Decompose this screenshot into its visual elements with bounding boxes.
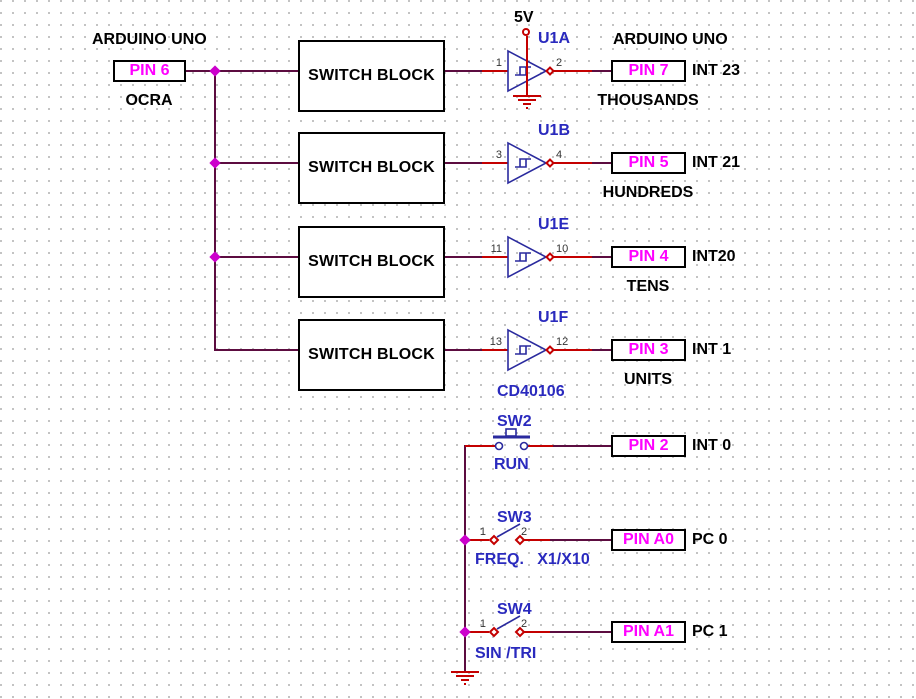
wire — [591, 70, 611, 72]
switch-caption: FREQ. X1/X10 — [475, 551, 590, 568]
switch-pin-number: 1 — [479, 618, 486, 630]
gate-output-pin-number: 4 — [556, 149, 563, 161]
wire — [185, 70, 216, 72]
wire — [550, 539, 611, 541]
gate-ref-label: U1B — [538, 122, 571, 139]
pin3-label: PIN 3 — [628, 341, 669, 358]
gate-input-pin-number: 11 — [490, 243, 502, 255]
gate-ref-label: U1E — [538, 216, 570, 233]
switch-ref-label: SW4 — [497, 601, 532, 618]
switch-ref-label: SW2 — [497, 413, 532, 430]
gate-output-pin-number: 12 — [556, 336, 569, 348]
switch-block-label: SWITCH BLOCK — [308, 253, 435, 270]
pin2-box[interactable]: PIN 2 — [611, 435, 686, 457]
switch-block-label: SWITCH BLOCK — [308, 346, 435, 363]
wire — [215, 256, 298, 258]
wire — [215, 162, 298, 164]
pina0-box[interactable]: PIN A0 — [611, 529, 686, 551]
pin4-box[interactable]: PIN 4 — [611, 246, 686, 268]
signal-label: INT 23 — [692, 62, 741, 79]
ground-symbol[interactable] — [450, 670, 480, 686]
switch-block-3[interactable]: SWITCH BLOCK — [298, 226, 445, 298]
switch-caption: RUN — [494, 456, 529, 473]
power-label: 5V — [514, 9, 534, 26]
switch-block-1[interactable]: SWITCH BLOCK — [298, 40, 445, 112]
ground-symbol[interactable] — [512, 94, 542, 110]
schmitt-inverter-gate-u1e[interactable] — [482, 235, 592, 279]
pin3-box[interactable]: PIN 3 — [611, 339, 686, 361]
switch-block-2[interactable]: SWITCH BLOCK — [298, 132, 445, 204]
junction-dot — [209, 251, 221, 263]
switch-pin-number: 2 — [521, 526, 528, 538]
pin7-box[interactable]: PIN 7 — [611, 60, 686, 82]
pin6-caption: OCRA — [125, 92, 173, 109]
signal-label: PC 0 — [692, 531, 728, 548]
right-header: ARDUINO UNO — [613, 31, 728, 48]
gate-ref-label: U1F — [538, 309, 569, 326]
digit-caption: HUNDREDS — [602, 184, 694, 201]
wire — [215, 70, 298, 72]
gate-output-pin-number: 2 — [556, 57, 563, 69]
wire — [445, 349, 483, 351]
switch-block-4[interactable]: SWITCH BLOCK — [298, 319, 445, 391]
switch-pin-number: 2 — [521, 618, 528, 630]
wire — [445, 256, 483, 258]
junction-dot — [209, 65, 221, 77]
signal-label: INT 21 — [692, 154, 741, 171]
gate-input-pin-number: 1 — [495, 57, 502, 69]
wire — [445, 70, 483, 72]
ic-part-number: CD40106 — [497, 383, 565, 400]
pushbutton-sw2[interactable] — [464, 424, 556, 454]
gate-input-pin-number: 3 — [495, 149, 502, 161]
spst-switch-sw3[interactable] — [464, 518, 554, 546]
schmitt-inverter-gate-u1f[interactable] — [482, 328, 592, 372]
pina1-label: PIN A1 — [623, 623, 674, 640]
digit-caption: THOUSANDS — [597, 92, 699, 109]
switch-caption: SIN /TRI — [475, 645, 537, 662]
signal-label: INT 1 — [692, 341, 732, 358]
wire — [464, 445, 466, 672]
signal-label: INT20 — [692, 248, 736, 265]
left-header: ARDUINO UNO — [92, 31, 207, 48]
schmitt-inverter-gate-u1b[interactable] — [482, 141, 592, 185]
pin7-label: PIN 7 — [628, 62, 669, 79]
wire — [215, 349, 298, 351]
digit-caption: UNITS — [624, 371, 672, 388]
pina0-label: PIN A0 — [623, 531, 674, 548]
power-terminal[interactable] — [522, 28, 530, 36]
pin2-label: PIN 2 — [628, 437, 669, 454]
pina1-box[interactable]: PIN A1 — [611, 621, 686, 643]
gate-input-pin-number: 13 — [489, 336, 502, 348]
wire — [591, 162, 611, 164]
digit-caption: TENS — [626, 278, 670, 295]
pin6-box[interactable]: PIN 6 — [113, 60, 186, 82]
switch-block-label: SWITCH BLOCK — [308, 67, 435, 84]
switch-pin-number: 1 — [479, 526, 486, 538]
power-rail — [526, 36, 528, 95]
wire — [550, 631, 611, 633]
junction-dot — [209, 157, 221, 169]
signal-label: PC 1 — [692, 623, 728, 640]
wire — [553, 445, 611, 447]
wire — [445, 162, 483, 164]
signal-label: INT 0 — [692, 437, 732, 454]
wire — [591, 349, 611, 351]
spst-switch-sw4[interactable] — [464, 610, 554, 638]
pin6-label: PIN 6 — [129, 62, 170, 79]
pin5-box[interactable]: PIN 5 — [611, 152, 686, 174]
switch-block-label: SWITCH BLOCK — [308, 159, 435, 176]
switch-ref-label: SW3 — [497, 509, 532, 526]
schmitt-inverter-gate-u1a[interactable] — [482, 49, 592, 93]
pin4-label: PIN 4 — [628, 248, 669, 265]
wire — [214, 70, 216, 351]
gate-output-pin-number: 10 — [556, 243, 569, 255]
wire — [591, 256, 611, 258]
gate-ref-label: U1A — [538, 30, 571, 47]
pin5-label: PIN 5 — [628, 154, 669, 171]
